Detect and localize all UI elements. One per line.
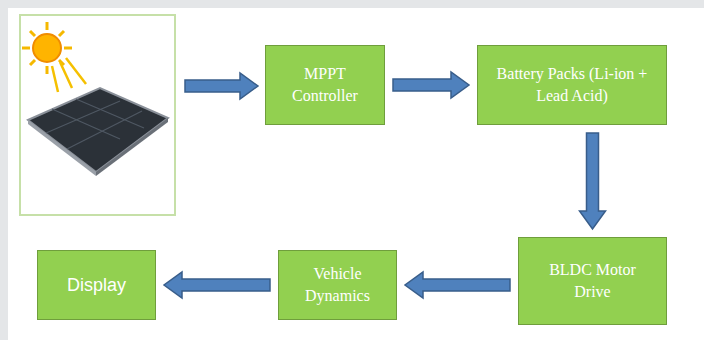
box-label: Battery Packs (Li-ion + Lead Acid) — [487, 63, 657, 106]
sun-symbol — [22, 22, 86, 92]
motor-drive-box: BLDC Motor Drive — [518, 237, 667, 325]
block-arrow — [580, 133, 606, 229]
block-arrow — [185, 73, 258, 99]
block-arrow — [393, 72, 469, 98]
box-label: Vehicle Dynamics — [293, 263, 383, 306]
box-label: Display — [67, 273, 126, 297]
image-frame — [20, 15, 175, 215]
block-arrow — [164, 272, 270, 298]
box-label: BLDC Motor Drive — [538, 259, 648, 302]
mppt-box: MPPT Controller — [265, 45, 385, 125]
block-arrow — [405, 272, 510, 298]
display-box: Display — [37, 250, 156, 320]
dynamics-box: Vehicle Dynamics — [278, 250, 397, 320]
box-label: MPPT Controller — [280, 63, 370, 106]
solar-panel — [28, 88, 168, 176]
battery-box: Battery Packs (Li-ion + Lead Acid) — [477, 45, 667, 125]
